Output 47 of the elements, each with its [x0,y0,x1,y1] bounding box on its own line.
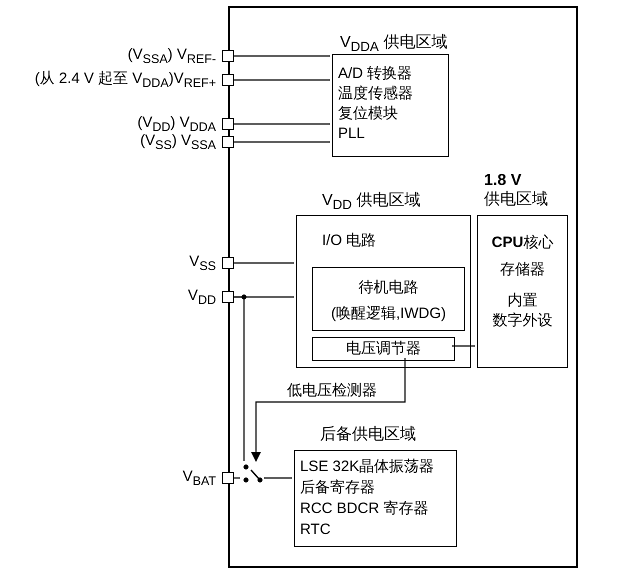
domain-title: 后备供电区域 [320,426,416,444]
pin-label: (V$_{SSA}$) V$_{REF-}$ [128,46,216,68]
block-label: LSE 32K晶体振荡器 [300,458,434,476]
block-label: 待机电路 (唤醒逻辑,IWDG) [330,278,447,324]
pin-label: (V$_{SS}$) V$_{SSA}$ [140,132,216,154]
block-label: RTC [300,521,331,539]
pin-pad [222,257,234,269]
block-label: 内置 [506,292,538,310]
domain-title: 1.8 V [484,172,522,190]
block-label: CPU核心 [490,234,554,252]
connector-line [452,345,475,347]
connector-line [234,296,245,461]
block-label: 温度传感器 [338,85,413,103]
pin-label: (V$_{DD}$) V$_{DDA}$ [137,114,216,134]
domain-title: V$_{DD}$ 供电区域 [322,192,420,214]
domain-title: 供电区域 [484,191,548,209]
connector-line [234,55,330,57]
connector-line [234,262,294,264]
pin-pad [222,118,234,130]
pin-pad [222,50,234,62]
pin-label: (从 2.4 V 起至 V$_{DDA}$)V$_{REF+}$ [34,70,216,92]
block-label: PLL [338,125,365,143]
block-label: 复位模块 [338,105,398,123]
block-label: 数字外设 [492,312,554,330]
domain-title: V$_{DDA}$ 供电区域 [340,34,448,56]
arrow [251,358,406,462]
block-box [312,267,465,331]
chip-outline [228,6,578,568]
block-label: 后备寄存器 [300,479,375,497]
block-box [312,337,455,361]
connector-line [264,477,292,479]
block-label: RCC BDCR 寄存器 [300,500,428,518]
pin-label: V$_{DD}$ [188,287,216,309]
pin-label: V$_{SS}$ [189,253,216,275]
pin-pad [222,74,234,86]
block-label: I/O 电路 [322,232,376,250]
block-label: 存储器 [499,261,546,279]
block-label: A/D 转换器 [338,65,412,83]
connector-line [234,79,330,81]
pin-pad [222,472,234,484]
edge-label: 低电压检测器 [285,382,379,400]
connector-line [234,141,330,143]
connector-line [234,123,330,125]
pin-label: V$_{BAT}$ [182,468,216,490]
pin-pad [222,291,234,303]
pin-pad [222,136,234,148]
block-label: 电压调节器 [345,340,422,358]
